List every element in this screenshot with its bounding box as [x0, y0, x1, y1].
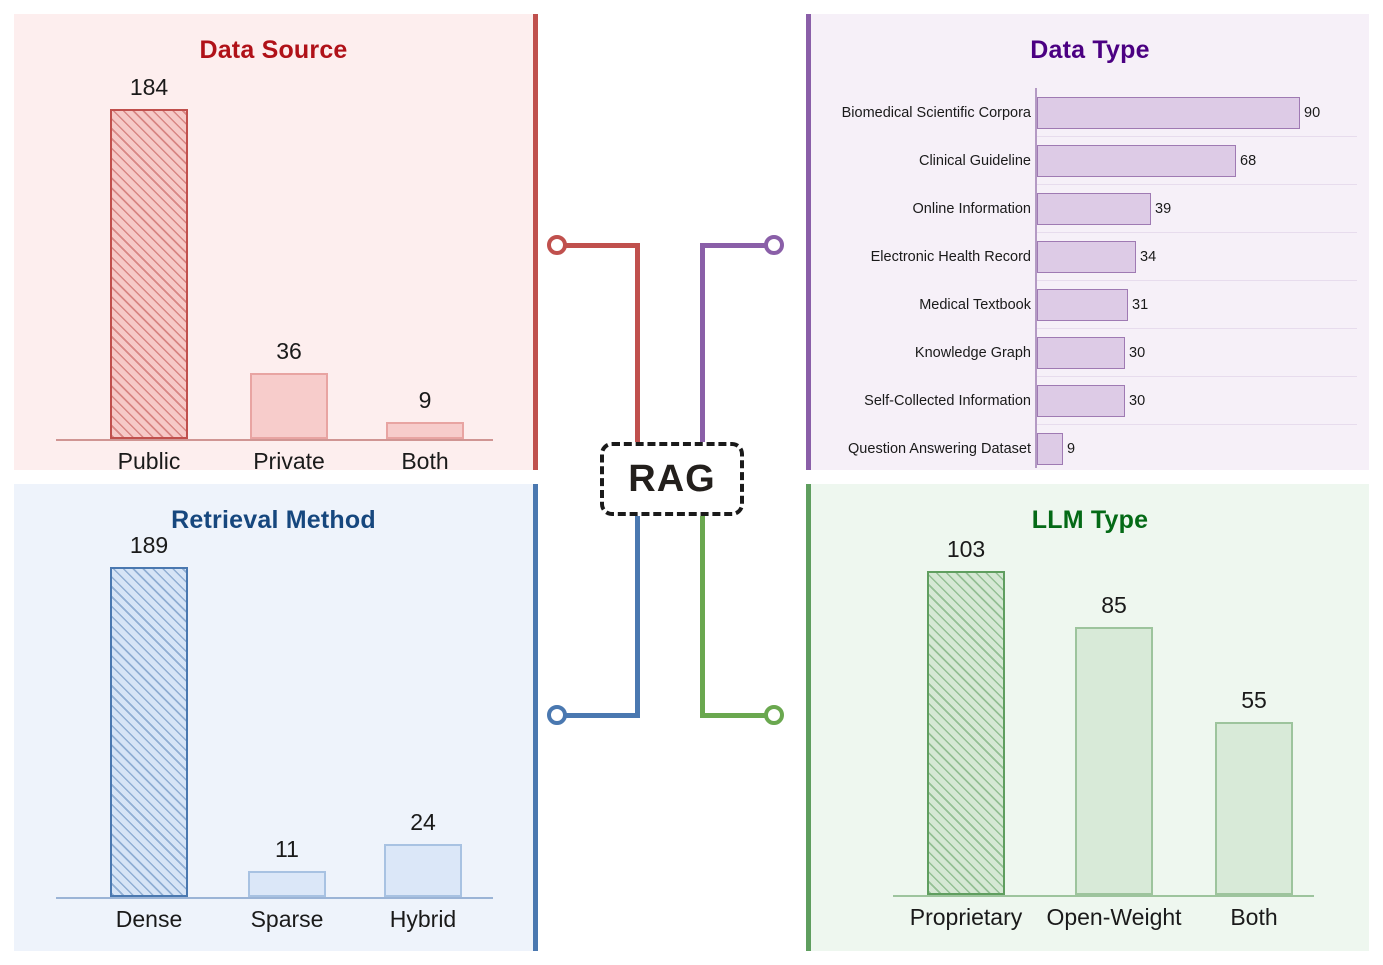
panel-data-type: Data Type Biomedical Scientific Corpora … — [806, 14, 1369, 470]
bar-label-question-answering-dataset: Question Answering Dataset — [848, 441, 1031, 457]
bar-value-medical-textbook: 31 — [1132, 297, 1149, 313]
bar-category-both: Both — [401, 448, 449, 474]
bar-category-sparse: Sparse — [250, 906, 324, 932]
bar-value-clinical-guideline: 68 — [1240, 153, 1257, 169]
bar-category-open-weight: Open-Weight — [1046, 904, 1182, 930]
rag-hub-node: RAG — [600, 442, 744, 516]
connector-wire-data-type-v — [700, 242, 705, 445]
bar-value-knowledge-graph: 30 — [1129, 345, 1146, 361]
chart-llm-type: 103 Proprietary 85 Open-Weight 55 Both — [811, 484, 1369, 951]
bar-label-self-collected-information: Self-Collected Information — [864, 393, 1031, 409]
connector-elbow-data-source — [630, 242, 635, 248]
bar-hybrid — [384, 844, 462, 897]
bar-label-biomedical-scientific-corpora: Biomedical Scientific Corpora — [841, 105, 1031, 121]
bar-clinical-guideline — [1037, 145, 1236, 177]
bar-label-medical-textbook: Medical Textbook — [919, 297, 1031, 313]
panel-title-llm-type: LLM Type — [1031, 506, 1149, 534]
bar-category-both-llm: Both — [1230, 904, 1278, 930]
bar-value-proprietary: 103 — [946, 536, 986, 562]
bar-both — [386, 422, 464, 439]
bar-both-llm — [1215, 722, 1293, 895]
chart-data-source: 184 Public 36 Private 9 Both — [14, 14, 533, 474]
connector-node-data-type — [764, 235, 784, 255]
bar-online-information — [1037, 193, 1151, 225]
bar-electronic-health-record — [1037, 241, 1136, 273]
gridline — [1037, 376, 1357, 377]
gridline — [1037, 184, 1357, 185]
connector-node-data-source — [547, 235, 567, 255]
connector-wire-data-source-v — [635, 242, 640, 445]
bar-category-dense: Dense — [115, 906, 183, 932]
bar-question-answering-dataset — [1037, 433, 1063, 465]
bar-open-weight — [1075, 627, 1153, 895]
bar-private — [250, 373, 328, 439]
chart-retrieval-method: 189 Dense 11 Sparse 24 Hybrid — [14, 484, 533, 951]
bar-sparse — [248, 871, 326, 897]
bar-label-knowledge-graph: Knowledge Graph — [914, 345, 1031, 361]
connector-wire-llm-v — [700, 508, 705, 717]
bar-value-public: 184 — [129, 74, 169, 100]
connector-wire-llm-h — [700, 712, 770, 718]
bar-value-private: 36 — [276, 338, 302, 364]
bar-value-online-information: 39 — [1155, 201, 1172, 217]
bar-value-question-answering-dataset: 9 — [1067, 441, 1076, 457]
bar-category-proprietary: Proprietary — [909, 904, 1023, 930]
bar-value-open-weight: 85 — [1101, 592, 1127, 618]
y-axis-line — [1035, 88, 1037, 468]
gridline — [1037, 280, 1357, 281]
panel-title-data-type: Data Type — [1030, 36, 1150, 64]
gridline — [1037, 232, 1357, 233]
bar-label-electronic-health-record: Electronic Health Record — [870, 249, 1031, 265]
bar-proprietary — [927, 571, 1005, 895]
connector-wire-data-type-h — [700, 242, 770, 248]
bar-label-online-information: Online Information — [912, 201, 1031, 217]
bar-value-electronic-health-record: 34 — [1140, 249, 1157, 265]
connector-wire-retrieval-h — [566, 712, 640, 718]
bar-knowledge-graph — [1037, 337, 1125, 369]
x-axis-line — [56, 897, 493, 899]
bar-biomedical-scientific-corpora — [1037, 97, 1300, 129]
connector-node-llm-type — [764, 705, 784, 725]
bar-dense — [110, 567, 188, 897]
gridline — [1037, 424, 1357, 425]
bar-value-biomedical-scientific-corpora: 90 — [1304, 105, 1321, 121]
panel-retrieval-method: Retrieval Method 189 Dense 11 Sparse 24 … — [14, 484, 538, 951]
connector-wire-data-source-h — [566, 242, 640, 248]
bar-label-clinical-guideline: Clinical Guideline — [918, 153, 1031, 169]
panel-title-retrieval-method: Retrieval Method — [171, 506, 376, 534]
connector-node-retrieval-method — [547, 705, 567, 725]
bar-self-collected-information — [1037, 385, 1125, 417]
x-axis-line — [893, 895, 1314, 897]
bar-value-self-collected-information: 30 — [1129, 393, 1146, 409]
panel-title-data-source: Data Source — [199, 36, 348, 64]
panel-data-source: Data Source 184 Public 36 Private 9 Both — [14, 14, 538, 474]
bar-medical-textbook — [1037, 289, 1128, 321]
bar-public — [110, 109, 188, 439]
bar-value-both-llm: 55 — [1241, 687, 1267, 713]
x-axis-line — [56, 439, 493, 441]
bar-category-hybrid: Hybrid — [389, 906, 457, 932]
chart-data-type: Biomedical Scientific Corpora 90 Clinica… — [811, 14, 1369, 470]
bar-value-both: 9 — [418, 387, 432, 413]
connector-wire-retrieval-v — [635, 508, 640, 717]
gridline — [1037, 136, 1357, 137]
bar-value-hybrid: 24 — [410, 809, 436, 835]
gridline — [1037, 328, 1357, 329]
bar-category-public: Public — [117, 448, 181, 474]
bar-value-dense: 189 — [129, 532, 169, 558]
bar-value-sparse: 11 — [275, 836, 299, 862]
panel-llm-type: LLM Type 103 Proprietary 85 Open-Weight … — [806, 484, 1369, 951]
bar-category-private: Private — [253, 448, 325, 474]
